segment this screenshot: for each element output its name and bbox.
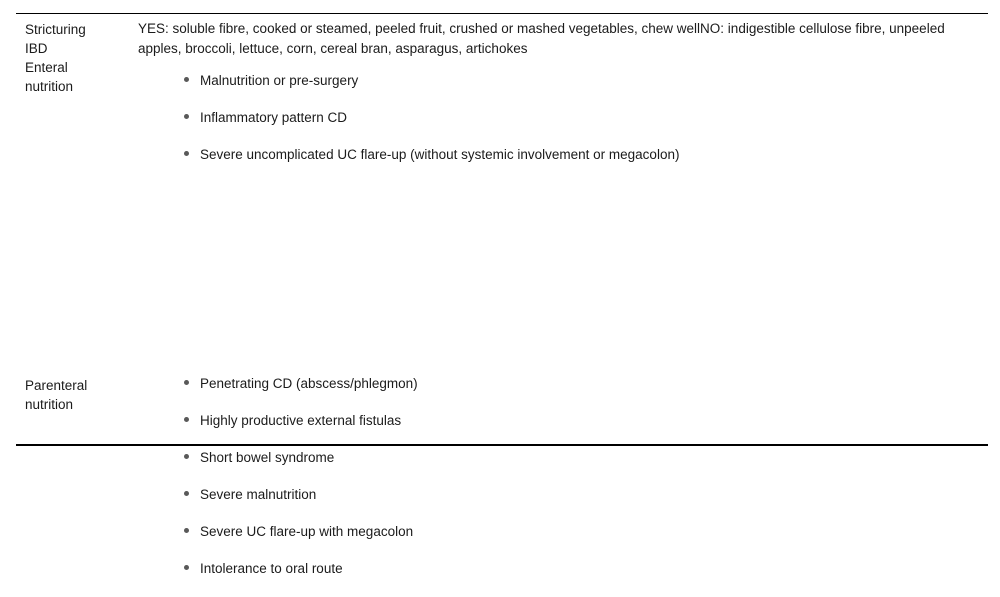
row-label-enteral: Stricturing IBD Enteral nutrition bbox=[25, 22, 86, 94]
list-item-label: Malnutrition or pre-surgery bbox=[200, 73, 359, 88]
list-item: Inflammatory pattern CD bbox=[138, 109, 983, 146]
table-top-rule bbox=[16, 13, 988, 14]
row-content-parenteral: Penetrating CD (abscess/phlegmon) Highly… bbox=[138, 375, 983, 597]
list-item-label: Inflammatory pattern CD bbox=[200, 110, 348, 125]
bullet-dot-icon bbox=[184, 491, 189, 496]
bullet-dot-icon bbox=[184, 77, 189, 82]
bullet-dot-icon bbox=[184, 417, 189, 422]
list-item-label: Severe UC flare-up with megacolon bbox=[200, 524, 414, 539]
parenteral-indication-list: Penetrating CD (abscess/phlegmon) Highly… bbox=[138, 375, 983, 597]
bullet-dot-icon bbox=[184, 114, 189, 119]
enteral-indication-list: Malnutrition or pre-surgery Inflammatory… bbox=[138, 72, 983, 183]
list-item-label: Severe malnutrition bbox=[200, 487, 317, 502]
bullet-dot-icon bbox=[184, 380, 189, 385]
bullet-dot-icon bbox=[184, 528, 189, 533]
bullet-dot-icon bbox=[184, 151, 189, 156]
bullet-dot-icon bbox=[184, 454, 189, 459]
bullet-dot-icon bbox=[184, 565, 189, 570]
list-item: Short bowel syndrome bbox=[138, 449, 983, 486]
list-item-label: Penetrating CD (abscess/phlegmon) bbox=[200, 376, 418, 391]
list-item: Highly productive external fistulas bbox=[138, 412, 983, 449]
list-item: Severe UC flare-up with megacolon bbox=[138, 523, 983, 560]
document-page: Stricturing IBD Enteral nutrition YES: s… bbox=[0, 13, 1000, 576]
list-item: Malnutrition or pre-surgery bbox=[138, 72, 983, 109]
table-body: Stricturing IBD Enteral nutrition YES: s… bbox=[0, 14, 1000, 576]
list-item-label: Short bowel syndrome bbox=[200, 450, 335, 465]
table-row: Stricturing IBD Enteral nutrition YES: s… bbox=[0, 14, 1000, 192]
list-item: Penetrating CD (abscess/phlegmon) bbox=[138, 375, 983, 412]
row-label-parenteral: Parenteral nutrition bbox=[25, 378, 88, 412]
list-item-label: Highly productive external fistulas bbox=[200, 413, 402, 428]
list-item: Severe uncomplicated UC flare-up (withou… bbox=[138, 146, 983, 183]
table-bottom-rule bbox=[16, 444, 988, 446]
table-row: Parenteral nutrition Penetrating CD (abs… bbox=[0, 192, 1000, 576]
list-item: Intolerance to oral route bbox=[138, 560, 983, 597]
list-item-label: Severe uncomplicated UC flare-up (withou… bbox=[200, 147, 680, 162]
list-item: Severe malnutrition bbox=[138, 486, 983, 523]
list-item-label: Intolerance to oral route bbox=[200, 561, 343, 576]
diet-guidance-paragraph: YES: soluble fibre, cooked or steamed, p… bbox=[138, 21, 945, 56]
row-content-enteral: YES: soluble fibre, cooked or steamed, p… bbox=[138, 19, 983, 183]
